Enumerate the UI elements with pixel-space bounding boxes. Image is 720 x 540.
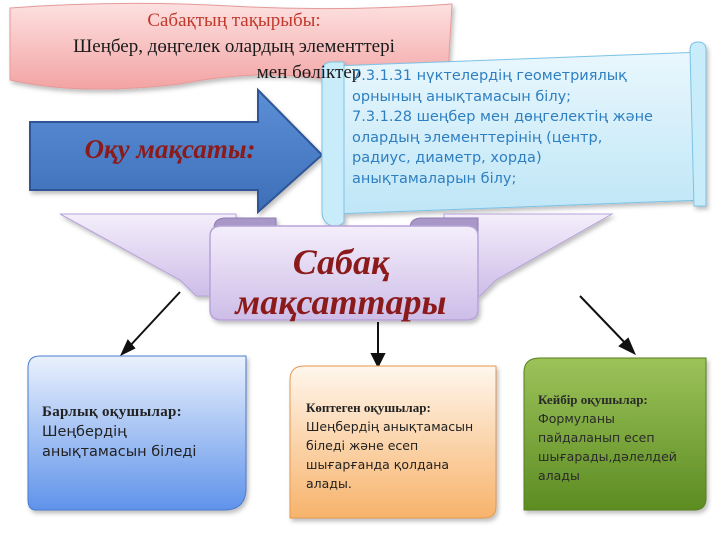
card-line: Шеңбердің [42,424,127,440]
card-line: анықтамасын біледі [42,444,197,460]
card-line: алады [538,468,580,483]
objective-line: 7.3.1.31 нүктелердің геометриялық [352,68,627,84]
objective-line: орнының анықтамасын білу; [352,88,572,105]
card-heading: Көптеген оқушылар: [306,400,431,415]
banner-line-2: мақсаттары [235,282,447,322]
goal-arrow-shape [29,87,324,215]
card-all-students [27,355,247,511]
goal-arrow-label: Оқу мақсаты: [84,134,256,164]
card-line: Шеңбердің анықтамасын [306,419,474,434]
card-all-students-text: Барлық оқушылар: Шеңбердің анықтамасын б… [42,402,242,462]
objective-line: радиус, диаметр, хорда) [352,150,542,166]
topic-title: Сабақтың тақырыбы: Шеңбер, дөңгелек олар… [24,8,444,86]
card-some-students [523,357,707,511]
card-heading: Барлық оқушылар: [42,404,182,420]
card-line: шығарғанда қолдана [306,457,450,472]
objectives-text: 7.3.1.31 нүктелердің геометриялық орныны… [352,66,692,189]
card-line: пайдаланып есеп [538,430,655,445]
goals-banner [59,213,614,321]
connector-arrows [119,291,636,369]
topic-line-2: мен бөліктер [256,62,362,83]
objective-line: 7.3.1.28 шеңбер мен дөңгелектің және [352,109,653,125]
card-some-students-text: Кейбір оқушылар: Формуланы пайдаланып ес… [538,390,704,485]
card-line: алады. [306,476,352,491]
card-many-students [289,365,497,519]
banner-title: Сабақ мақсаттары [222,242,460,322]
topic-label: Сабақтың тақырыбы: [147,10,321,31]
objective-line: олардың элементтерінің (центр, [352,129,603,146]
card-line: шығарады,дәлелдей [538,449,677,464]
banner-line-1: Сабақ [292,242,390,282]
card-line: Формуланы [538,411,615,426]
topic-line-1: Шеңбер, дөңгелек олардың элементтері [73,36,395,57]
objectives-scroll [321,41,707,228]
card-many-students-text: Көптеген оқушылар: Шеңбердің анықтамасын… [306,398,488,493]
card-heading: Кейбір оқушылар: [538,392,648,407]
objective-line: анықтамаларын білу; [352,170,517,187]
card-line: біледі және есеп [306,438,419,453]
